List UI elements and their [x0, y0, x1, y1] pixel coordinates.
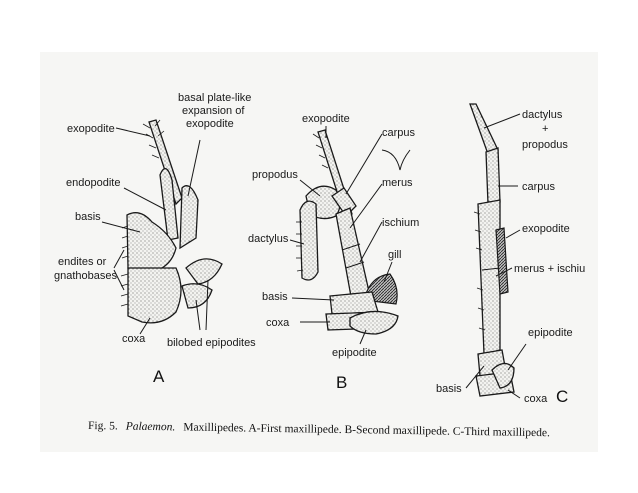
epipodite-b — [349, 310, 399, 335]
figure-letter-a: A — [153, 367, 165, 386]
figure-a: exopodite basal plate-like expansion of … — [54, 92, 256, 386]
merus-ischium-joint2-b — [345, 261, 365, 269]
label-dactylus-line1-c: dactylus — [522, 109, 563, 121]
label-merus-ischium-c: merus + ischiu — [514, 263, 585, 275]
dactylus-b — [299, 200, 319, 281]
caption-genus: Palaemon. — [125, 421, 176, 434]
leader-basis-a — [101, 221, 141, 233]
label-dactylus-line2-c: + — [542, 123, 548, 135]
dactylus-b-bristles — [296, 221, 304, 272]
label-bilobed-a: bilobed epipodites — [167, 337, 256, 349]
leader-gill-b — [383, 261, 393, 283]
label-coxa-b: coxa — [266, 317, 290, 329]
label-basal-line2-a: expansion of — [182, 105, 245, 117]
label-carpus-b: carpus — [382, 127, 416, 139]
leader-exopodite-a — [115, 127, 151, 137]
leader-merus-brace-b — [381, 149, 411, 171]
basal-plate-a — [179, 185, 199, 250]
caption-rest: Maxillipedes. A-First maxillipede. B-Sec… — [183, 421, 550, 439]
label-carpus-c: carpus — [522, 181, 556, 193]
merus-c-bristles — [473, 211, 486, 331]
leader-exopodite-c — [505, 229, 521, 239]
leader-epipodite-c — [507, 343, 527, 371]
label-coxa-c: coxa — [524, 393, 548, 405]
leader-dactylus-b — [289, 239, 305, 245]
label-basis-a: basis — [75, 211, 101, 223]
leader-ischium-b — [359, 221, 383, 263]
merus-ischium-c — [477, 199, 501, 355]
leader-endites-a — [113, 249, 125, 291]
caption-prefix: Fig. 5. — [88, 420, 118, 432]
leader-endopodite-a — [123, 187, 167, 211]
label-exopodite-a: exopodite — [67, 123, 115, 135]
label-basis-c: basis — [436, 383, 462, 395]
leader-epipodite-b — [359, 329, 367, 345]
label-propodus-b: propodus — [252, 169, 298, 181]
endopodite-a — [159, 168, 179, 241]
carpus-c — [485, 147, 501, 205]
leader-coxa-a — [139, 317, 151, 335]
exopodite-c — [495, 227, 509, 295]
label-endopodite-a: endopodite — [66, 177, 120, 189]
label-dactylus-b: dactylus — [248, 233, 289, 245]
label-merus-b: merus — [382, 177, 413, 189]
leader-bilobed-a — [195, 279, 209, 331]
label-basal-line3-a: exopodite — [186, 118, 234, 130]
label-endites-line2-a: gnathobases — [54, 270, 117, 282]
leader-merus-b — [349, 183, 383, 229]
label-epipodite-c: epipodite — [528, 327, 573, 339]
coxa-a — [127, 267, 182, 324]
leader-basal-a — [187, 139, 201, 197]
leader-dactylus-c — [483, 113, 521, 129]
label-gill-b: gill — [388, 249, 401, 261]
label-basal-line1-a: basal plate-like — [178, 92, 251, 104]
leader-merus-c — [495, 267, 513, 277]
merus-ischium-b — [335, 207, 371, 303]
figure-c: dactylus + propodus carpus exopodite mer… — [436, 103, 585, 406]
exopodite-b-bristles — [312, 133, 329, 169]
leader-carpus-b — [345, 133, 383, 195]
figure-letter-b: B — [336, 373, 347, 392]
label-dactylus-line3-c: propodus — [522, 139, 568, 151]
figure-b: exopodite carpus propodus merus ischium … — [248, 113, 419, 392]
basis-a — [126, 212, 177, 271]
epipodite-lobe-upper-a — [185, 258, 223, 285]
leader-basis-c — [465, 365, 485, 389]
leader-propodus-b — [299, 179, 321, 197]
label-exopodite-c: exopodite — [522, 223, 570, 235]
merus-ischium-joint-c — [481, 267, 501, 271]
label-ischium-b: ischium — [382, 217, 419, 229]
label-basis-b: basis — [262, 291, 288, 303]
label-endites-line1-a: endites or — [58, 256, 107, 268]
epipodite-lobe-lower-a — [181, 283, 213, 309]
figure-caption: Fig. 5. Palaemon. Maxillipedes. A-First … — [88, 416, 550, 440]
leader-basis-b — [291, 297, 335, 301]
label-coxa-a: coxa — [122, 333, 146, 345]
leader-coxa-c — [507, 389, 521, 399]
merus-ischium-joint-b — [341, 243, 361, 251]
figure-letter-c: C — [556, 387, 568, 406]
label-epipodite-b: epipodite — [332, 347, 377, 359]
basis-b — [329, 291, 379, 315]
dactylus-propodus-c — [469, 103, 499, 155]
label-exopodite-b: exopodite — [302, 113, 350, 125]
